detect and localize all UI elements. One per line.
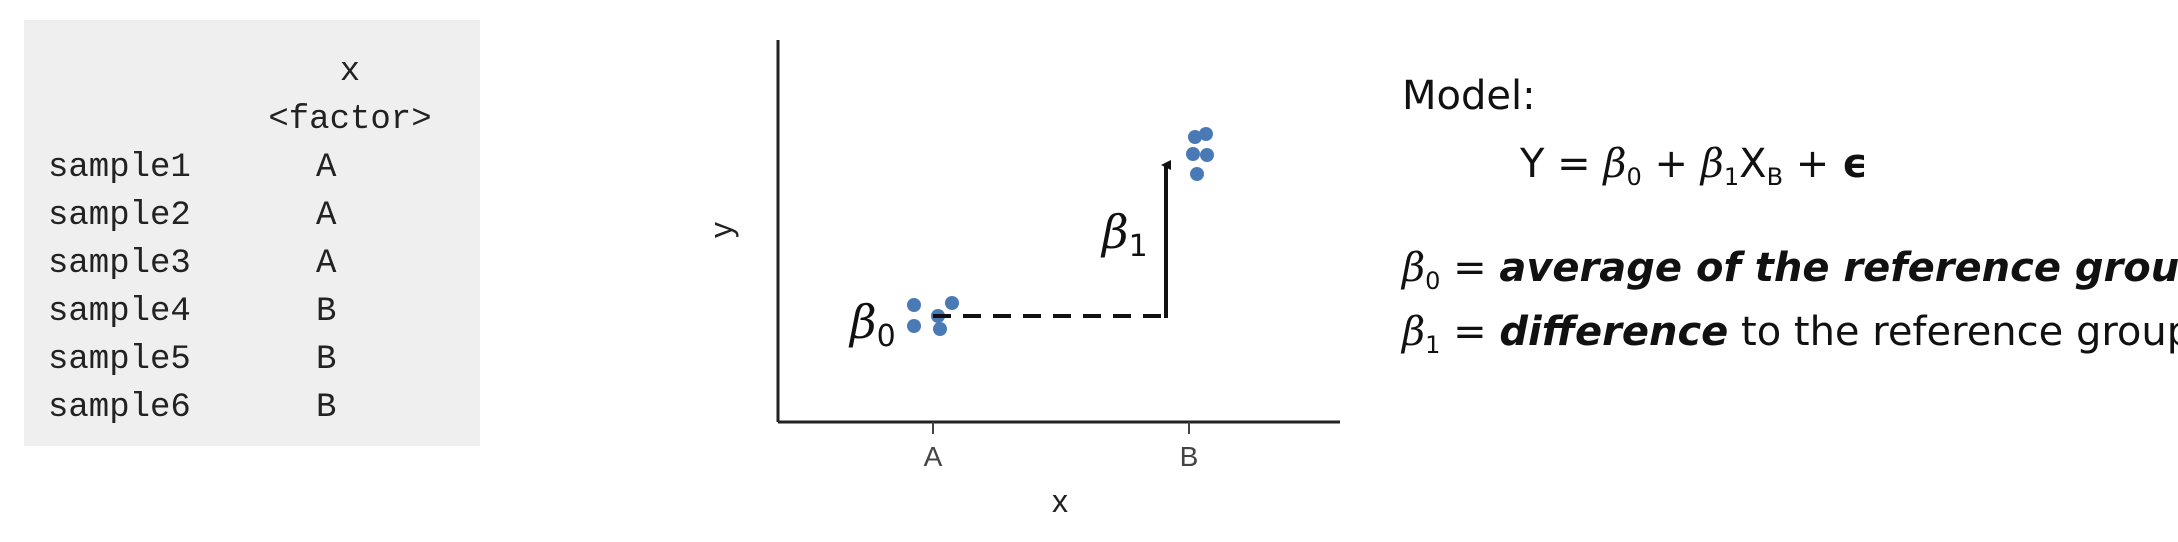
equation-beta0: β: [1603, 141, 1627, 187]
column-name: x: [339, 53, 361, 91]
definition-beta0-symbol: β: [1402, 245, 1426, 291]
definition-beta0: β0 = average of the reference group: [1402, 240, 2178, 301]
data-point-a5: [933, 322, 947, 336]
row-name: sample3: [48, 245, 191, 283]
x-axis-title: x: [1052, 483, 1068, 519]
definition-beta1-rest: to the reference group: [1728, 309, 2178, 355]
tick-label-b: B: [1180, 441, 1199, 472]
beta0-subscript: 0: [877, 319, 896, 354]
equation-y: Y =: [1520, 141, 1604, 187]
beta0-symbol: β: [848, 295, 877, 349]
data-point-b1: [1188, 130, 1202, 144]
data-point-a4: [945, 296, 959, 310]
definition-beta0-text: average of the reference group: [1499, 245, 2178, 291]
data-point-a2: [907, 319, 921, 333]
table-row: sample3 A: [48, 240, 468, 288]
data-frame-rows: sample1 A sample2 A sample3 A sample4 B …: [48, 144, 468, 432]
column-type: <factor>: [268, 101, 432, 139]
model-diagram: A B x y β0 β1: [700, 20, 1360, 520]
row-name: sample5: [48, 341, 191, 379]
row-value: A: [316, 197, 337, 235]
table-row: sample6 B: [48, 384, 468, 432]
definition-beta0-equals: =: [1440, 245, 1500, 291]
data-point-b3: [1186, 147, 1200, 161]
row-value: B: [316, 341, 337, 379]
data-point-a1: [907, 298, 921, 312]
equation-beta1: β: [1700, 141, 1724, 187]
beta1-subscript: 1: [1129, 229, 1148, 264]
definition-beta1-symbol: β: [1402, 309, 1426, 355]
definition-beta1-emph: difference: [1499, 309, 1729, 355]
beta0-annotation: β0: [848, 295, 896, 354]
data-point-b2: [1199, 127, 1213, 141]
beta1-symbol: β: [1100, 205, 1129, 259]
definition-beta1-equals: =: [1440, 309, 1500, 355]
data-point-b5: [1190, 167, 1204, 181]
table-row: sample5 B: [48, 336, 468, 384]
row-name: sample4: [48, 293, 191, 331]
equation-plus-1: +: [1641, 141, 1701, 187]
definition-beta1-sub: 1: [1425, 331, 1441, 359]
model-explanation: Model: Y = β0 + β1XB + ϵ β0 = average of…: [1402, 70, 2178, 430]
table-row: sample1 A: [48, 144, 468, 192]
equation-plus-2: +: [1783, 141, 1842, 187]
equation-epsilon: ϵ: [1841, 141, 1868, 187]
model-label: Model:: [1402, 73, 1536, 119]
equation-xb-sub: B: [1766, 163, 1784, 191]
table-row: sample2 A: [48, 192, 468, 240]
row-value: B: [316, 389, 337, 427]
data-frame-panel: x <factor> sample1 A sample2 A sample3 A…: [24, 20, 480, 446]
row-value: A: [316, 245, 337, 283]
row-name: sample1: [48, 149, 191, 187]
y-axis-title: y: [703, 222, 739, 238]
row-value: B: [316, 293, 337, 331]
definition-beta0-sub: 0: [1425, 267, 1441, 295]
equation-xb: X: [1739, 141, 1767, 187]
row-value: A: [316, 149, 337, 187]
beta1-annotation: β1: [1100, 205, 1148, 264]
definition-beta1: β1 = difference to the reference group: [1402, 304, 2178, 365]
data-point-b4: [1200, 148, 1214, 162]
row-name: sample6: [48, 389, 191, 427]
equation-beta0-sub: 0: [1626, 163, 1642, 191]
row-name: sample2: [48, 197, 191, 235]
diagram-svg: A B x y β0 β1: [703, 40, 1340, 519]
equation-beta1-sub: 1: [1723, 163, 1740, 191]
tick-label-a: A: [924, 441, 943, 472]
table-row: sample4 B: [48, 288, 468, 336]
data-frame-header: x <factor>: [24, 48, 480, 144]
model-equation: Y = β0 + β1XB + ϵ: [1520, 138, 1868, 195]
